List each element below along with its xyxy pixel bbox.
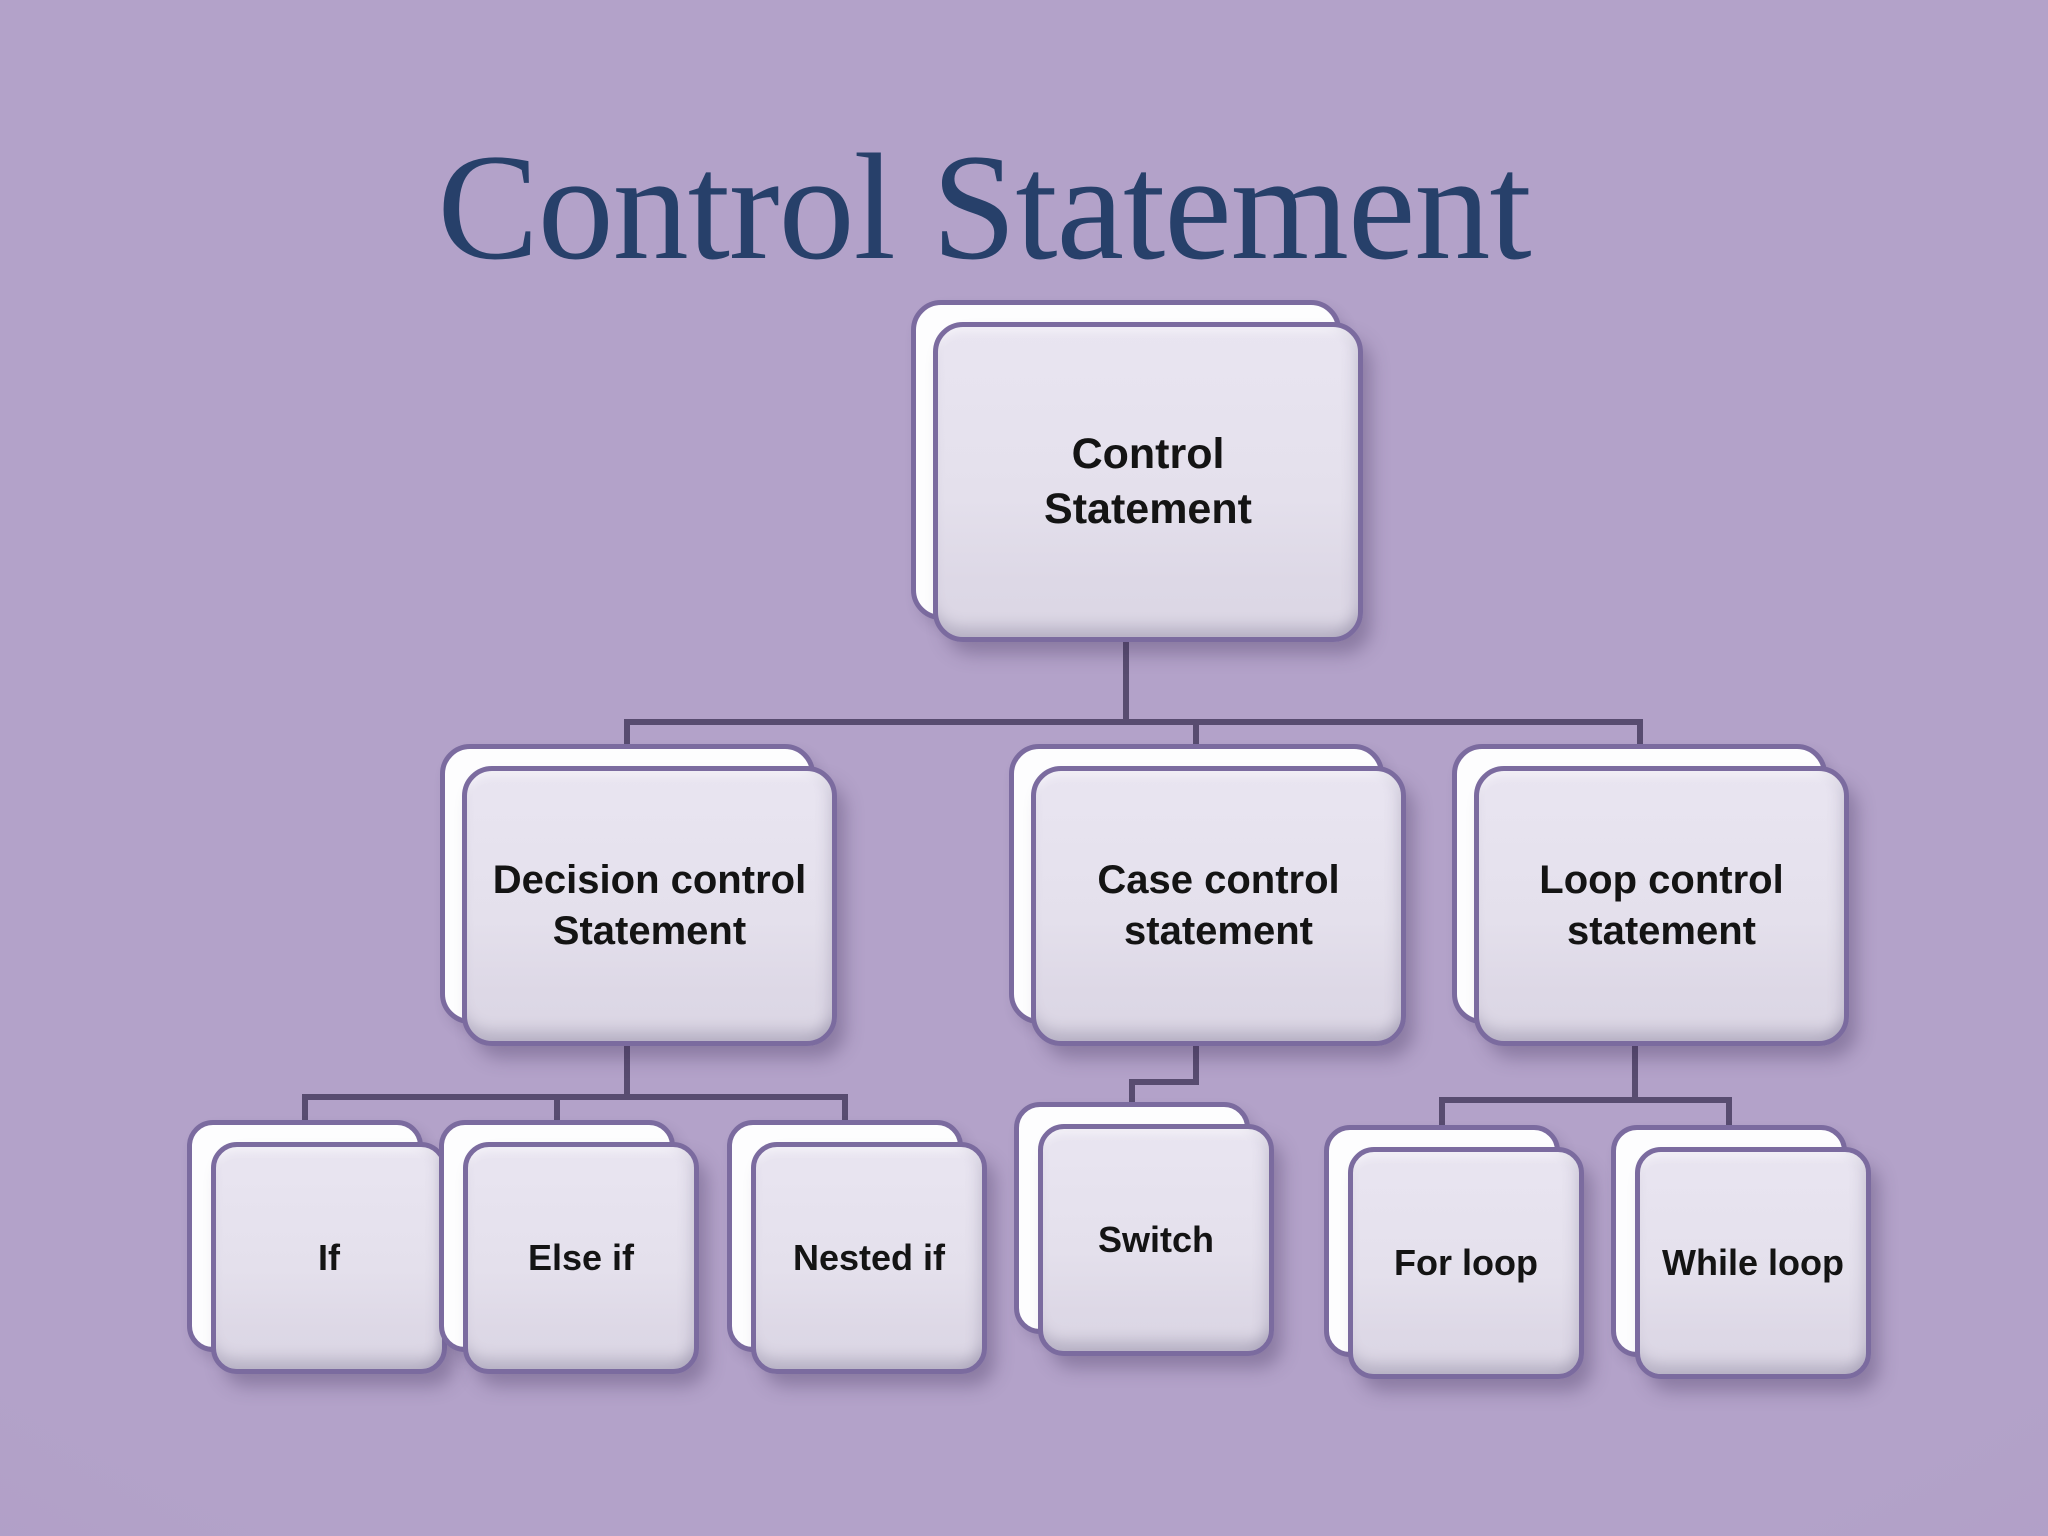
node-label: Decision control Statement — [492, 857, 807, 953]
node-label: Loop control statement — [1539, 857, 1784, 953]
node-label: Case control statement — [1097, 857, 1340, 953]
node-label: While loop — [1662, 1241, 1844, 1283]
node-front-card: If — [211, 1142, 447, 1374]
node-front-card: For loop — [1348, 1147, 1584, 1379]
page-title: Control Statement — [437, 122, 1531, 291]
node-front-card: Loop control statement — [1474, 766, 1849, 1046]
node-label: Nested if — [792, 1236, 946, 1278]
node-front-card: Decision control Statement — [462, 766, 837, 1046]
node-label: Else if — [527, 1236, 635, 1278]
node-label: Switch — [1097, 1218, 1214, 1260]
node-front-card: Control Statement — [933, 322, 1363, 642]
node-front-card: Else if — [463, 1142, 699, 1374]
node-label: If — [318, 1236, 340, 1278]
node-front-card: Switch — [1038, 1124, 1274, 1356]
node-front-card: Case control statement — [1031, 766, 1406, 1046]
node-label: For loop — [1394, 1241, 1538, 1283]
node-front-card: Nested if — [751, 1142, 987, 1374]
node-label: Control Statement — [1044, 429, 1252, 533]
node-front-card: While loop — [1635, 1147, 1871, 1379]
